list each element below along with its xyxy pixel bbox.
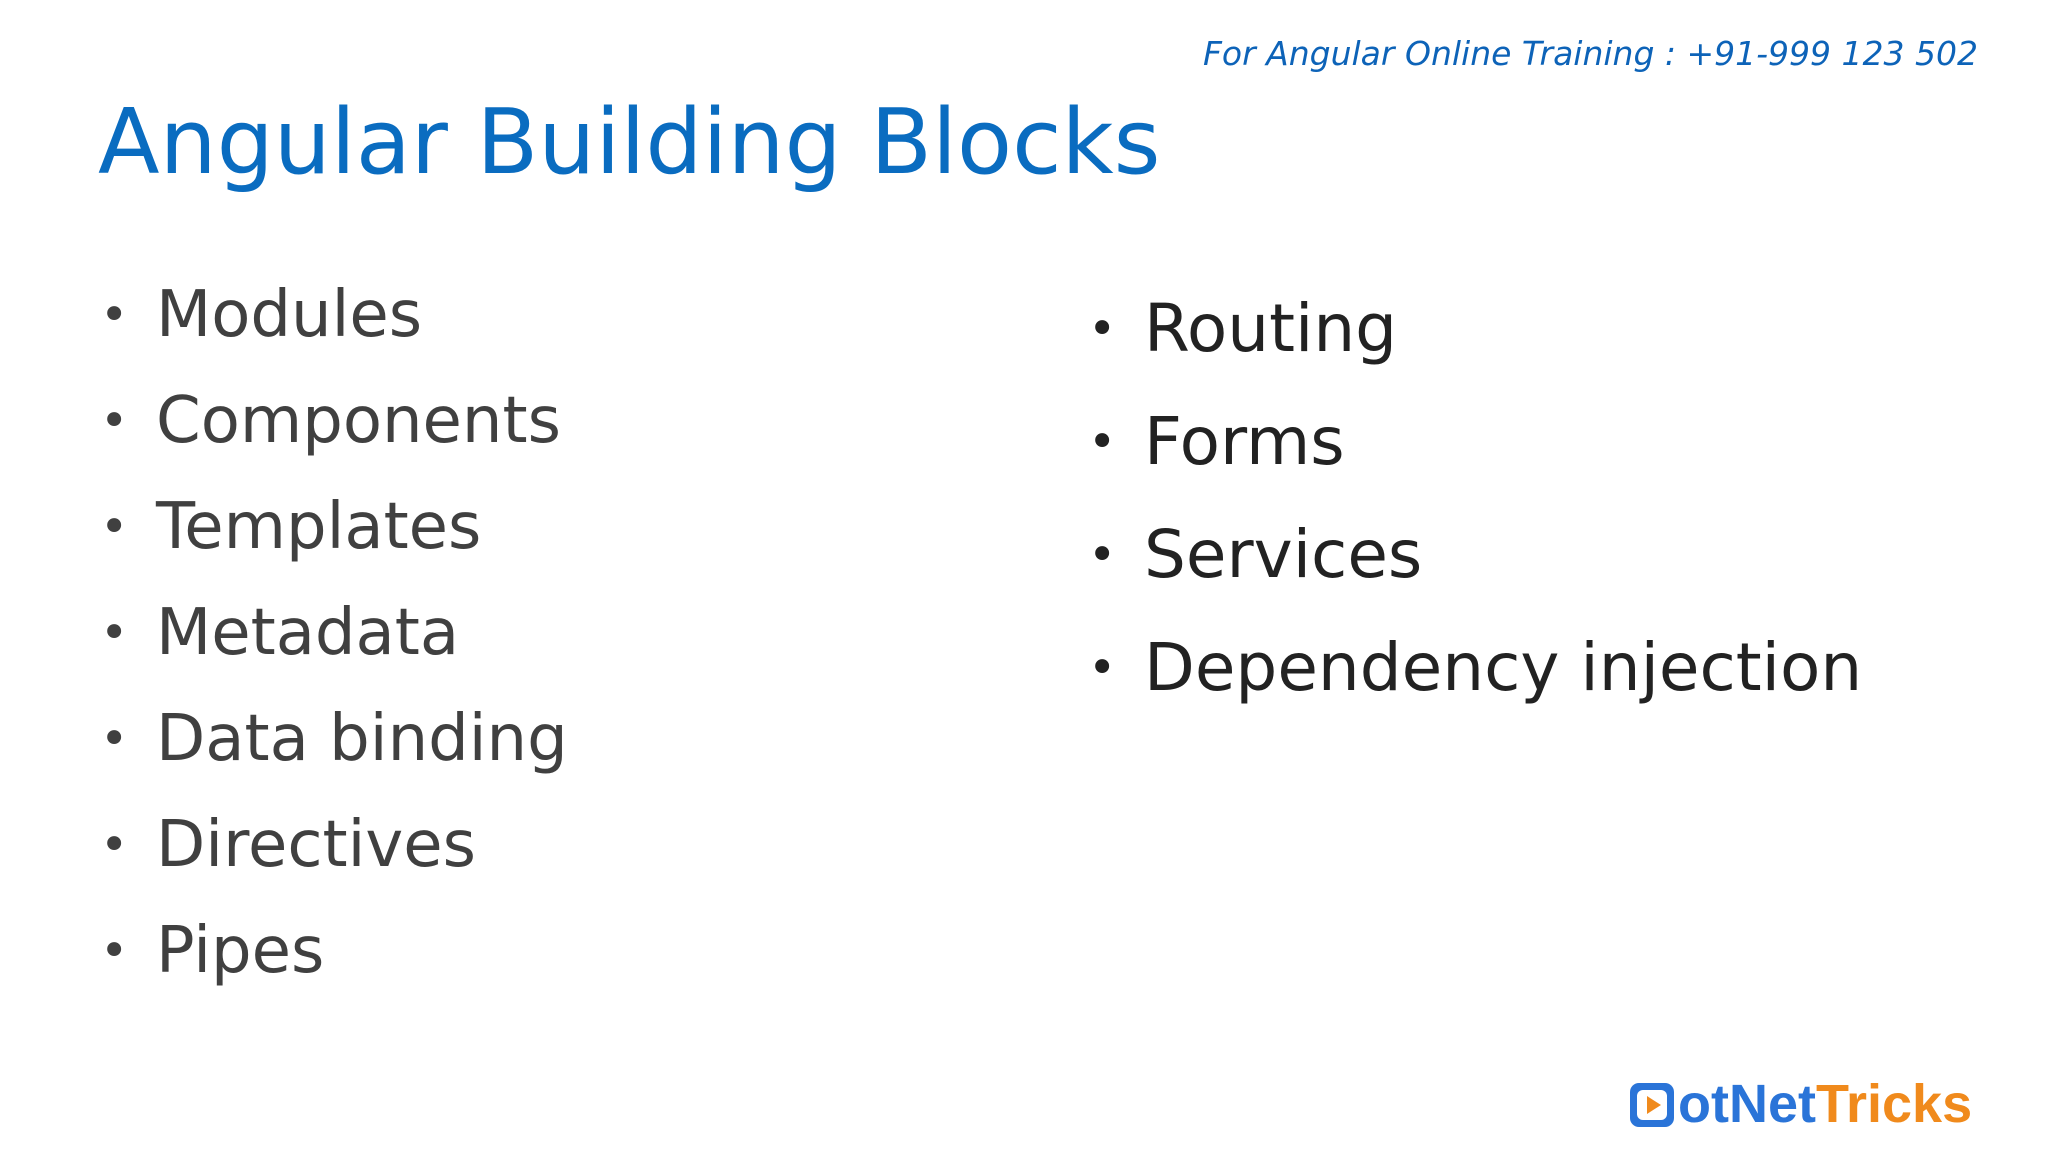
- logo-text-primary: otNet: [1678, 1074, 1816, 1134]
- list-item: • Dependency injection: [1088, 611, 1862, 724]
- slide-title: Angular Building Blocks: [98, 90, 1161, 195]
- list-item: • Modules: [100, 262, 568, 368]
- bullet-icon: •: [100, 393, 129, 449]
- list-item: • Data binding: [100, 686, 568, 792]
- bullet-icon: •: [100, 499, 129, 555]
- list-item: • Pipes: [100, 898, 568, 1004]
- bullet-icon: •: [100, 287, 129, 343]
- list-item-label: Directives: [156, 808, 476, 882]
- dotnettricks-logo: otNet Tricks: [1628, 1074, 1973, 1134]
- bullet-list-right: • Routing • Forms • Services • Dependenc…: [1088, 272, 1862, 724]
- list-item: • Components: [100, 368, 568, 474]
- training-contact-note: For Angular Online Training : +91-999 12…: [1202, 34, 1978, 73]
- bullet-icon: •: [1088, 526, 1117, 583]
- bullet-icon: •: [100, 923, 129, 979]
- logo-text-secondary: Tricks: [1815, 1074, 1973, 1134]
- list-item: • Services: [1088, 498, 1862, 611]
- bullet-list-left: • Modules • Components • Templates • Met…: [100, 262, 568, 1004]
- list-item-label: Routing: [1144, 290, 1398, 367]
- bullet-icon: •: [1088, 639, 1117, 696]
- list-item: • Routing: [1088, 272, 1862, 385]
- list-item-label: Data binding: [156, 702, 568, 776]
- list-item: • Forms: [1088, 385, 1862, 498]
- list-item: • Directives: [100, 792, 568, 898]
- list-item-label: Metadata: [156, 596, 460, 670]
- bullet-icon: •: [1088, 413, 1117, 470]
- list-item-label: Components: [156, 384, 561, 458]
- bullet-icon: •: [1088, 300, 1117, 357]
- list-item: • Metadata: [100, 580, 568, 686]
- list-item-label: Services: [1144, 516, 1423, 593]
- list-item-label: Modules: [156, 278, 423, 352]
- list-item-label: Templates: [156, 490, 482, 564]
- bullet-icon: •: [100, 605, 129, 661]
- bullet-icon: •: [100, 817, 129, 873]
- list-item: • Templates: [100, 474, 568, 580]
- bullet-icon: •: [100, 711, 129, 767]
- list-item-label: Pipes: [156, 914, 325, 988]
- list-item-label: Dependency injection: [1144, 629, 1863, 706]
- play-button-icon: [1628, 1080, 1676, 1128]
- list-item-label: Forms: [1144, 403, 1345, 480]
